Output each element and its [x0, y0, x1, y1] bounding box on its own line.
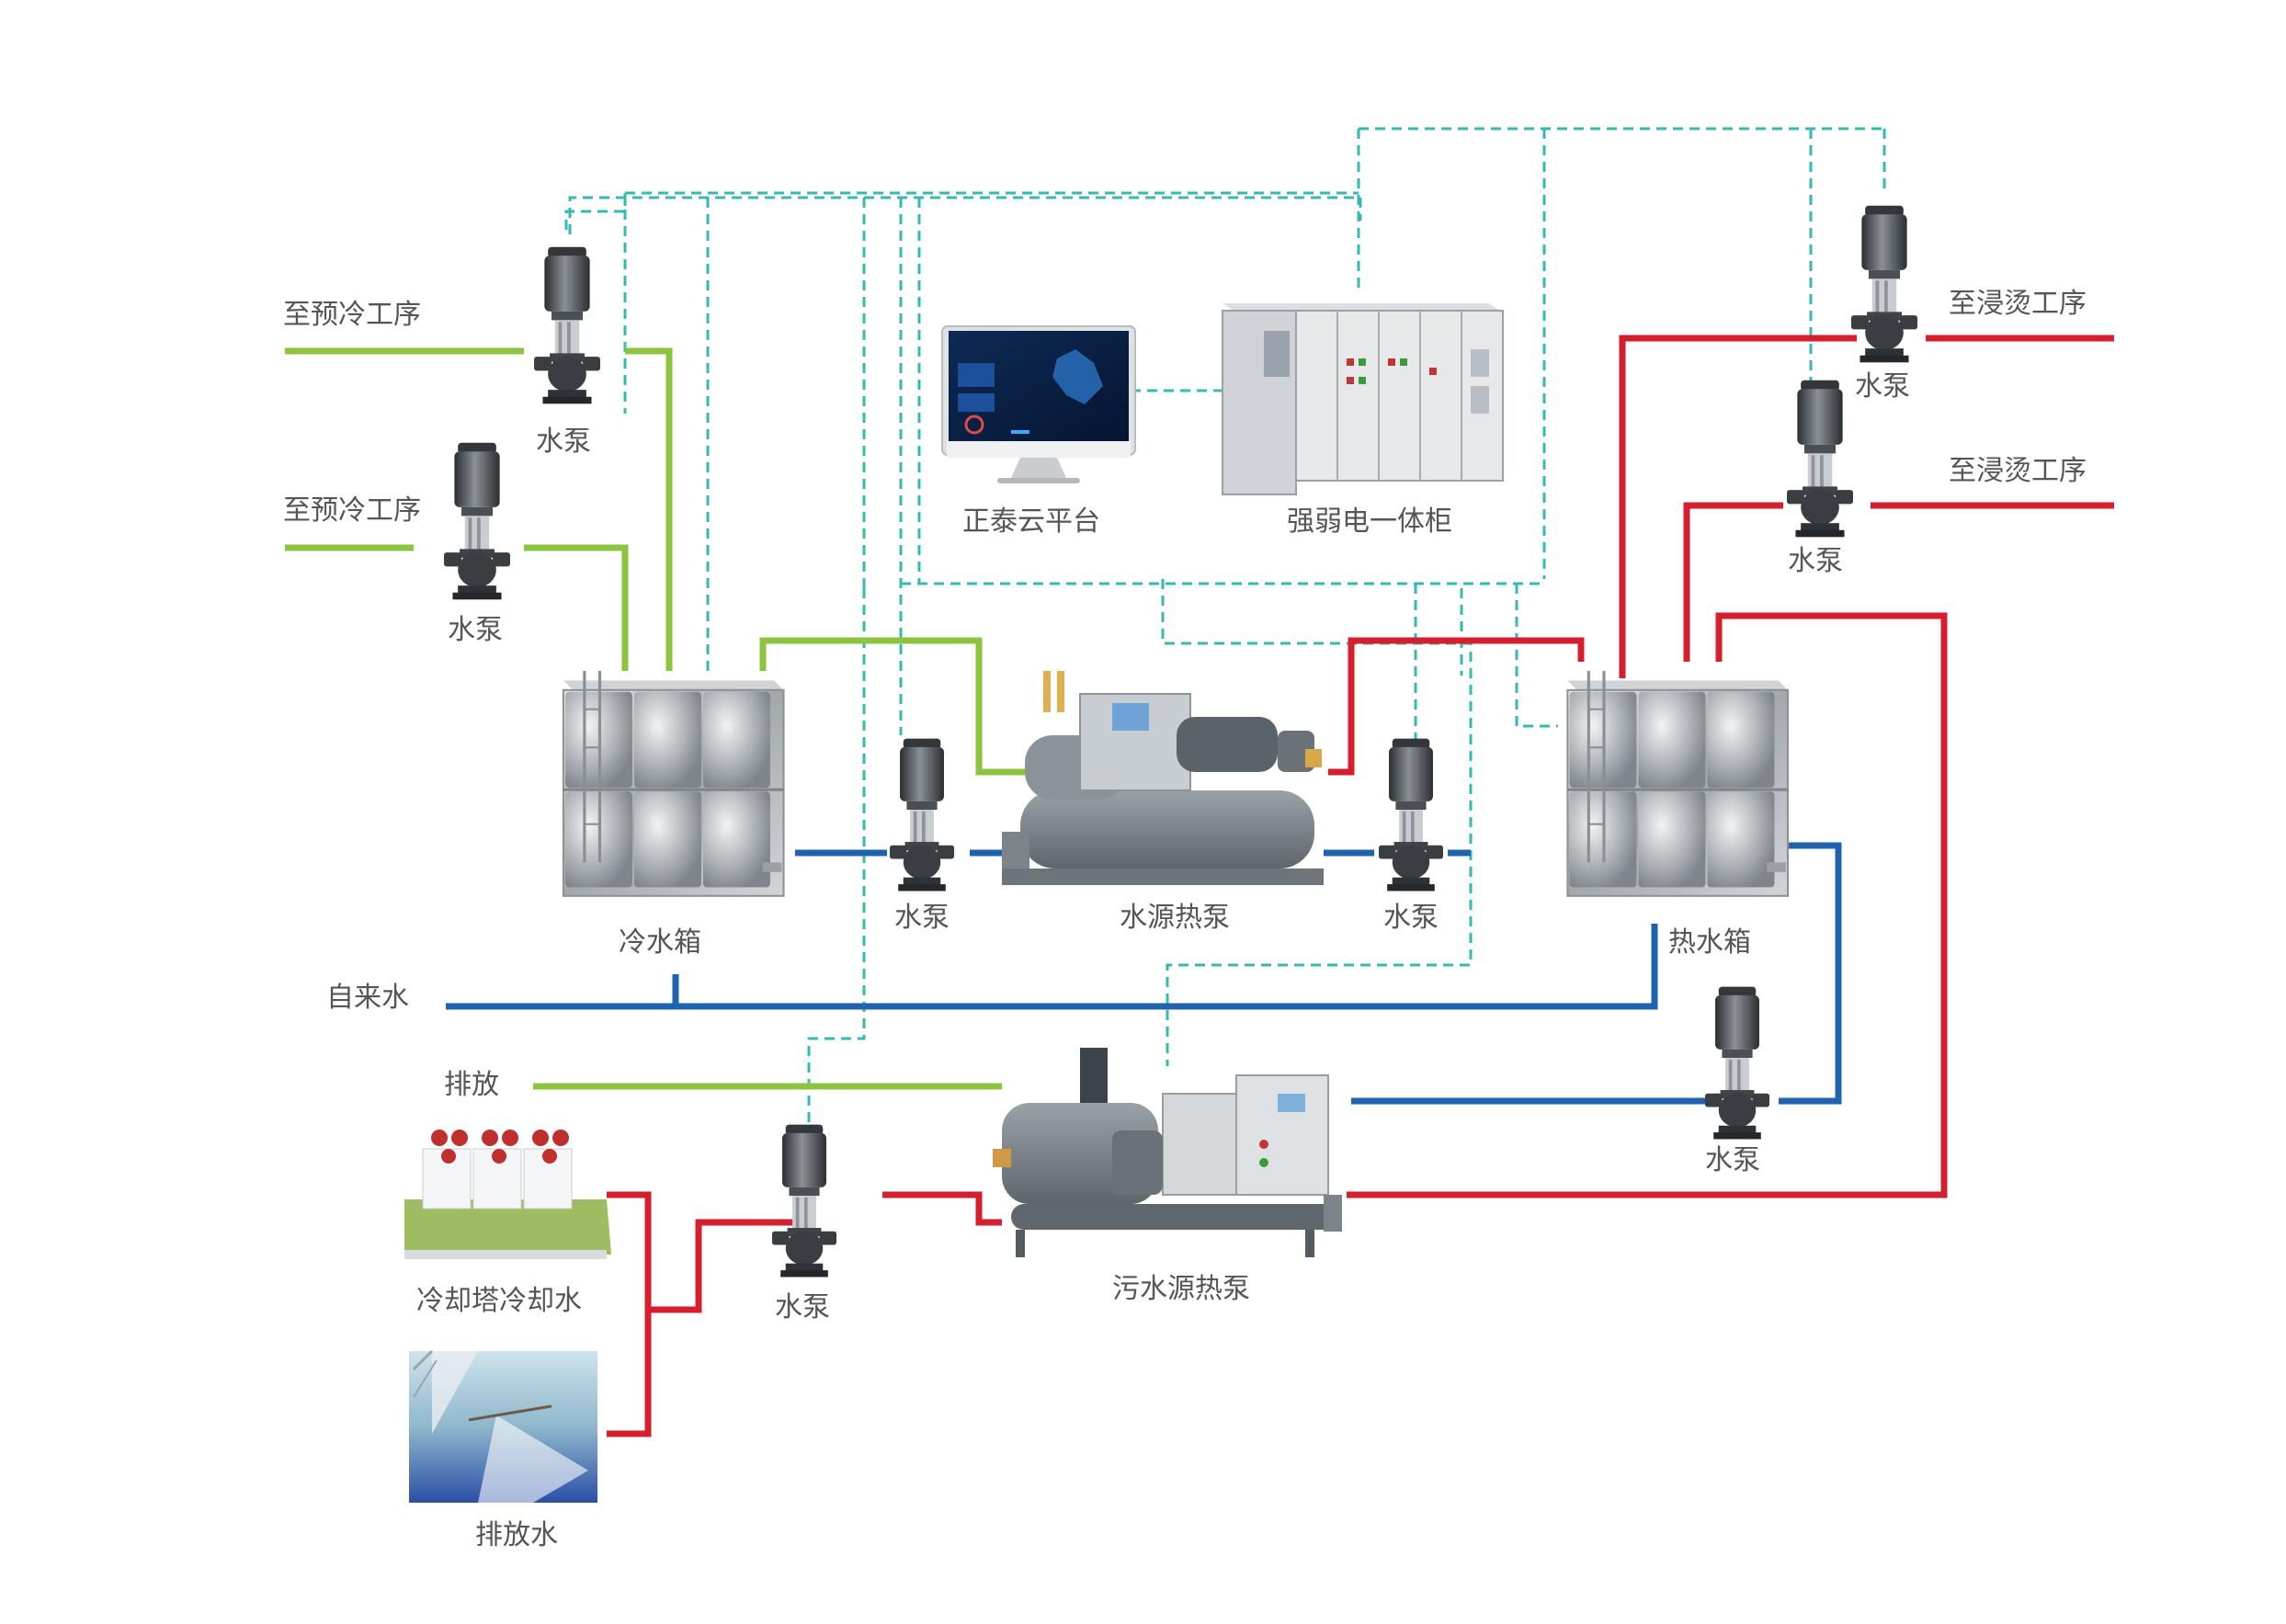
label-hot-tank: 热水箱 [1668, 926, 1751, 959]
label-to-precool-2: 至预冷工序 [283, 494, 421, 527]
label-to-scald-1: 至浸烫工序 [1949, 288, 2087, 320]
pump-lower-right [1705, 986, 1769, 1140]
label-pump-lower-right: 水泵 [1705, 1144, 1760, 1176]
red-pipes [607, 335, 2114, 1437]
label-tap-water: 自来水 [326, 982, 409, 1014]
green-pipes [285, 347, 1025, 1090]
cooling-tower [404, 1130, 611, 1259]
label-pump-top-right: 水泵 [1855, 370, 1910, 403]
label-water-source-heat-pump: 水源热泵 [1120, 902, 1230, 934]
label-to-precool-1: 至预冷工序 [283, 299, 421, 331]
cloud-platform-monitor [941, 325, 1136, 483]
hot-water-tank [1565, 671, 1800, 898]
pump-top-right [1851, 205, 1917, 363]
label-power-cabinet: 强弱电一体柜 [1287, 505, 1452, 538]
label-pump-middle-left: 水泵 [894, 902, 950, 934]
label-pump-bottom: 水泵 [775, 1291, 830, 1323]
label-cold-tank: 冷水箱 [619, 926, 701, 959]
label-sewage-heat-pump: 污水源热泵 [1112, 1273, 1250, 1305]
label-discharge-water: 排放水 [475, 1519, 558, 1551]
pump-middle-right [1379, 738, 1443, 891]
label-pump-middle-right: 水泵 [1383, 902, 1439, 934]
pump-bottom [772, 1124, 836, 1278]
label-pump-right-2: 水泵 [1788, 545, 1843, 577]
pump-right-2 [1787, 380, 1853, 538]
water-source-heat-pump [1002, 671, 1324, 885]
discharge-water-channel [409, 1349, 597, 1503]
label-cooling-tower-water: 冷却塔冷却水 [416, 1285, 582, 1317]
label-discharge: 排放 [444, 1069, 499, 1101]
labels: 至预冷工序 水泵 至预冷工序 水泵 正泰云平台 强弱电一体柜 冷水箱 水泵 水源… [283, 288, 2087, 1551]
label-to-scald-2: 至浸烫工序 [1949, 455, 2087, 487]
pump-left [444, 442, 510, 600]
label-pump-top-left: 水泵 [536, 426, 591, 458]
label-pump-left: 水泵 [448, 614, 503, 646]
pump-top-left [534, 246, 600, 404]
blue-pipes [446, 842, 1842, 1105]
power-cabinet [1222, 303, 1504, 495]
cold-water-tank [562, 671, 795, 898]
label-cloud-platform: 正泰云平台 [962, 505, 1100, 538]
sewage-source-heat-pump [993, 1048, 1342, 1257]
pump-middle-left [890, 738, 954, 891]
control-lines [564, 127, 1886, 1130]
